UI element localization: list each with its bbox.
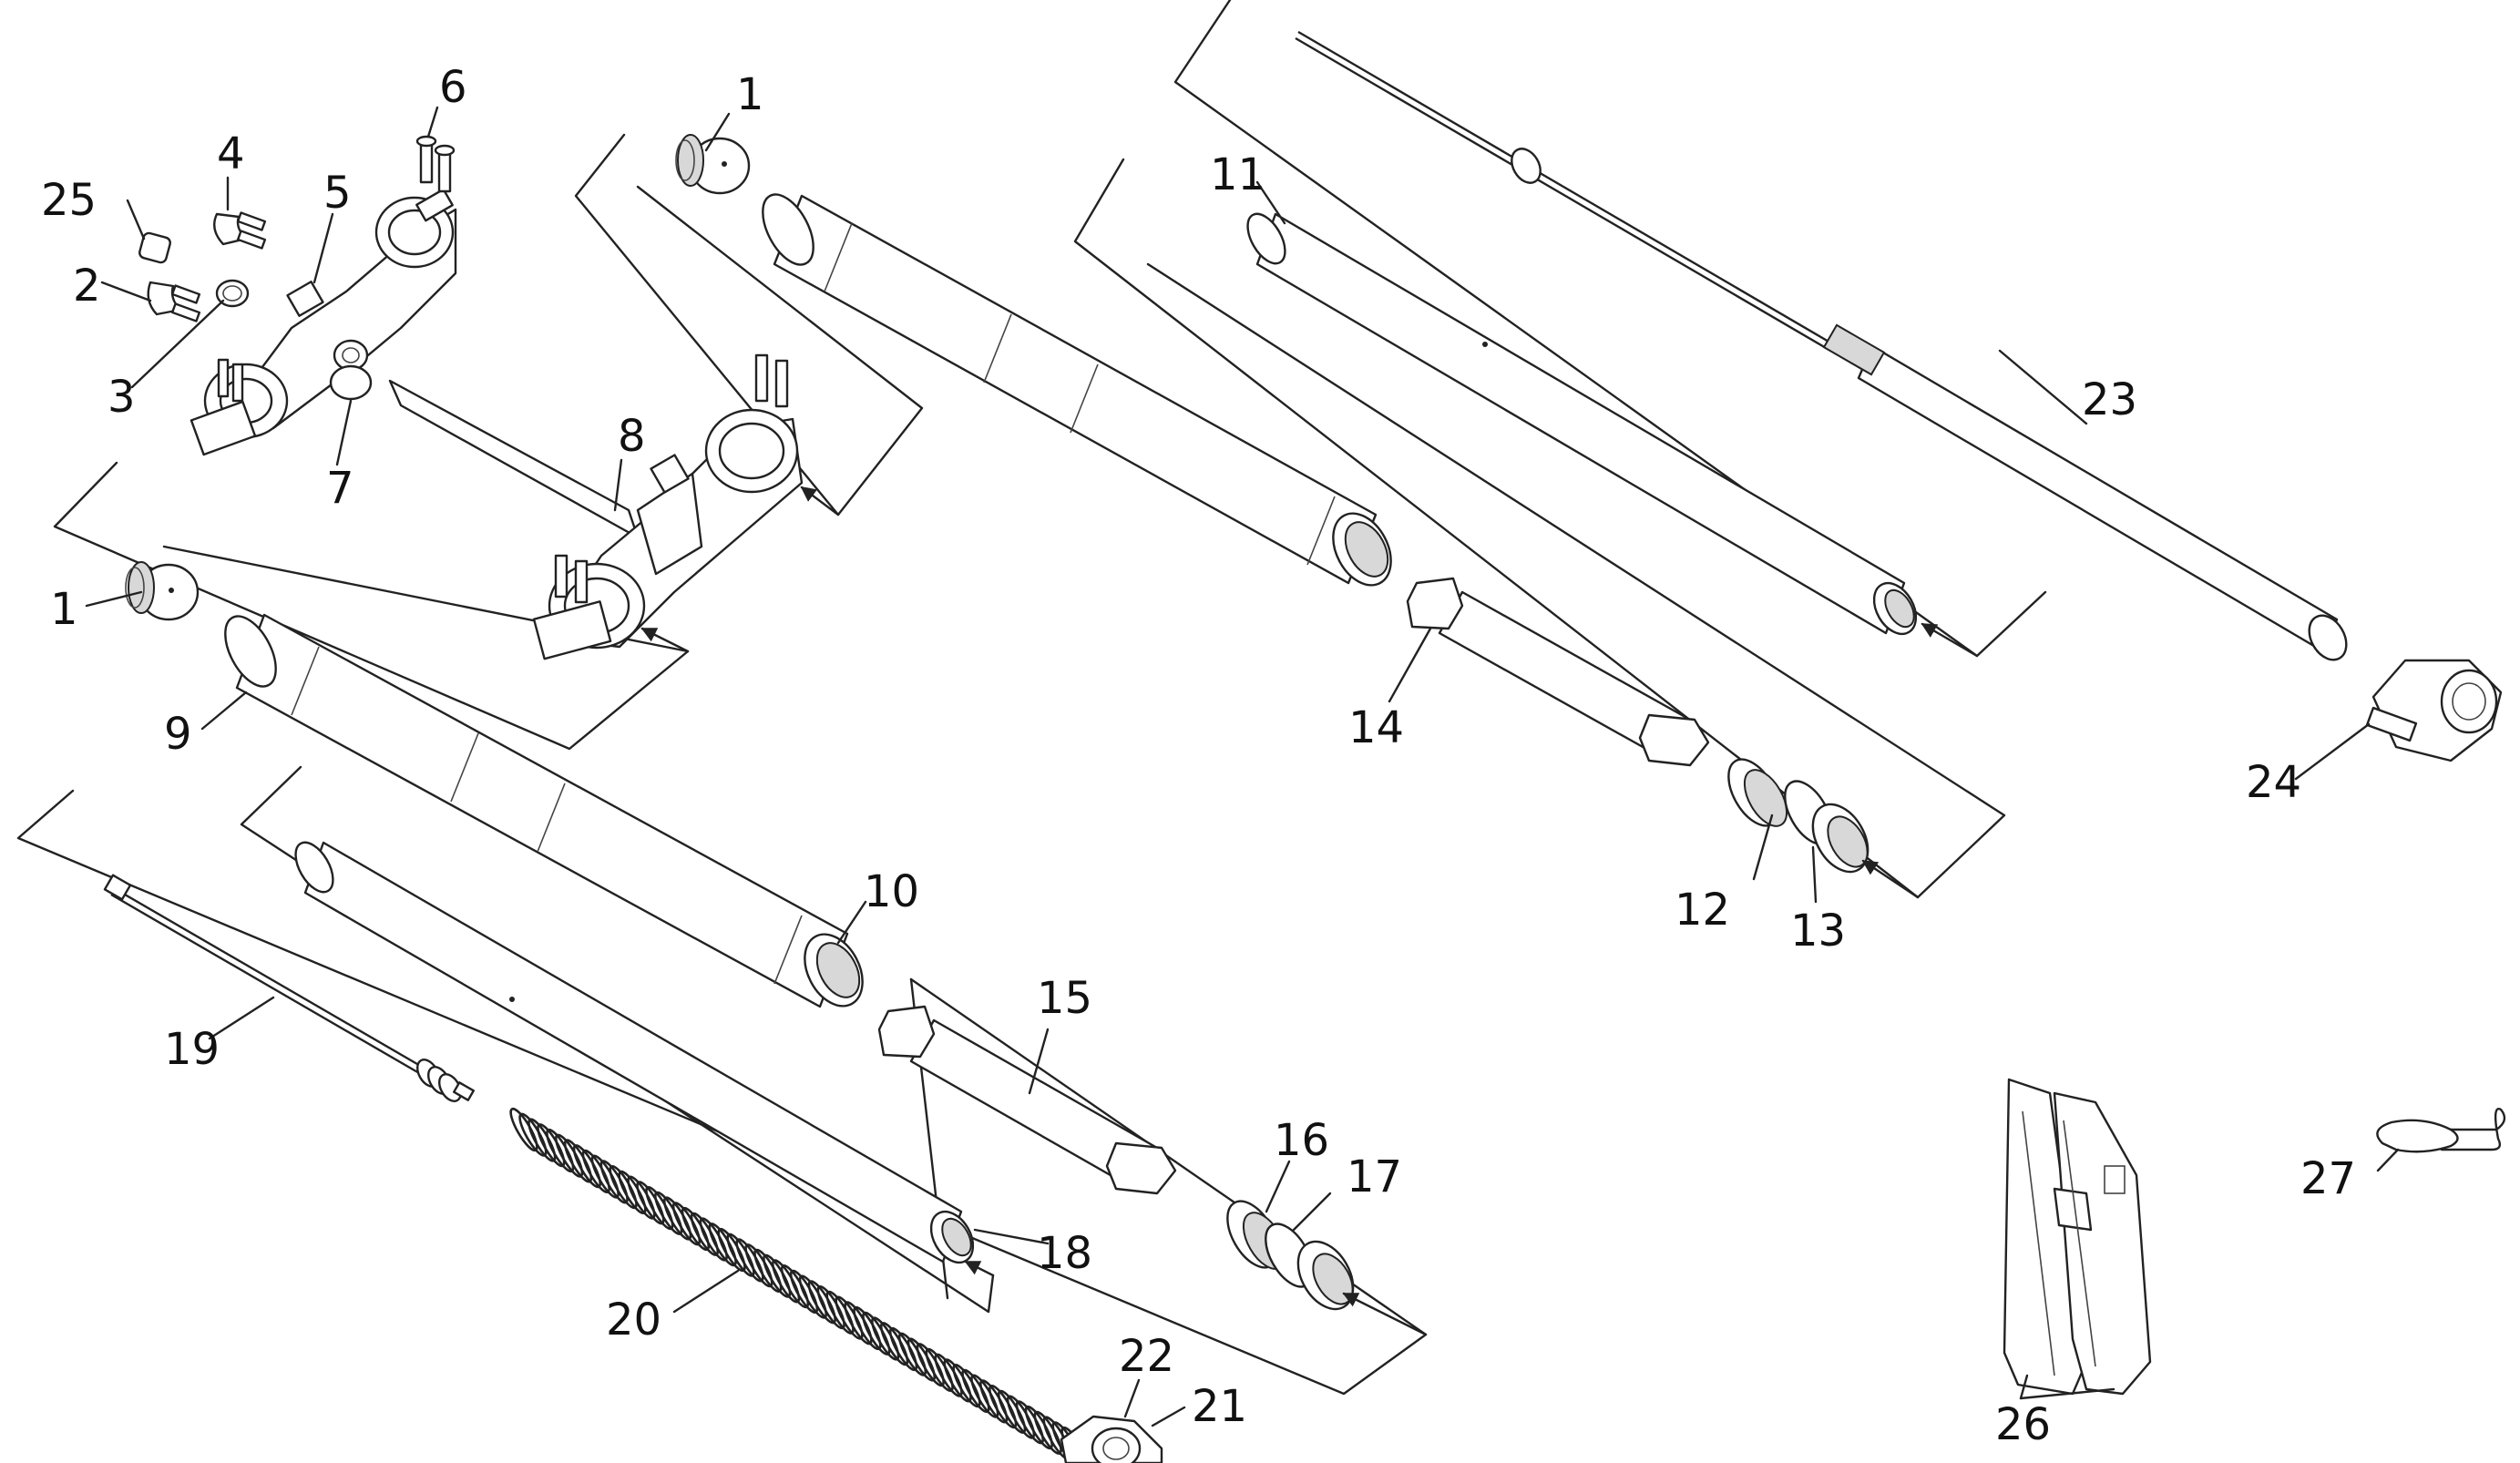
outer-tube-right	[762, 193, 1392, 587]
leader-lines	[85, 106, 2400, 1427]
label-4: 4	[217, 128, 245, 179]
label-9: 9	[164, 709, 192, 760]
seals-16-17	[1226, 1200, 1355, 1311]
seals-12-13	[1727, 758, 1870, 874]
spring-20	[509, 1107, 1090, 1463]
sleeve-25	[138, 231, 171, 264]
lower-triple-clamp	[388, 353, 804, 660]
label-19: 19	[164, 1024, 220, 1075]
label-3: 3	[108, 372, 136, 423]
top-triple-clamp	[190, 188, 457, 456]
washer-3	[215, 279, 250, 308]
part-labels: 1 1 2 3 4 5 6 7 8 9 10 11 12 13 14 15 16…	[41, 62, 2356, 1450]
label-10: 10	[864, 866, 919, 917]
label-5: 5	[323, 168, 352, 219]
small-clips	[138, 211, 373, 401]
cartridge-15	[877, 1005, 1177, 1195]
frame-damper-rod-right	[1173, 0, 2047, 658]
label-1-left: 1	[50, 584, 78, 635]
axle-clamp-24	[2365, 659, 2503, 762]
label-1-top: 1	[736, 69, 764, 120]
rod-19	[103, 874, 475, 1102]
label-6: 6	[439, 62, 467, 113]
frame-right-tube	[1073, 158, 2006, 899]
label-26: 26	[1995, 1399, 2051, 1450]
label-13: 13	[1790, 905, 1846, 957]
outer-tube-left	[224, 613, 864, 1008]
label-14: 14	[1348, 702, 1404, 753]
frame-lower-clamp	[53, 461, 690, 751]
inner-tube-11	[1246, 212, 1918, 636]
cartridge-14	[1406, 577, 1710, 767]
label-25: 25	[41, 175, 97, 226]
label-12: 12	[1675, 885, 1730, 936]
spring-clip-27	[2376, 1107, 2506, 1153]
label-15: 15	[1037, 973, 1092, 1024]
label-18: 18	[1037, 1228, 1092, 1279]
label-20: 20	[606, 1294, 661, 1345]
bolts-top-clamp	[217, 358, 244, 403]
label-16: 16	[1274, 1115, 1329, 1166]
cap-1-upper	[675, 134, 751, 195]
axle-clamp-21	[1060, 1415, 1163, 1463]
fork-guard-26	[2003, 1078, 2152, 1396]
label-21: 21	[1192, 1381, 1247, 1432]
label-22: 22	[1119, 1331, 1174, 1382]
label-23: 23	[2082, 374, 2137, 425]
label-24: 24	[2246, 757, 2301, 808]
damper-rod-23	[1295, 30, 2348, 661]
label-8: 8	[618, 411, 646, 462]
label-11: 11	[1210, 149, 1265, 200]
cap-1-lower	[125, 561, 200, 621]
bolts-6	[415, 135, 456, 193]
label-17: 17	[1347, 1151, 1402, 1202]
nut-7	[329, 364, 373, 401]
label-7: 7	[326, 463, 354, 514]
inner-tube-18	[294, 841, 975, 1264]
valve-19	[416, 1059, 475, 1102]
label-2: 2	[73, 261, 101, 312]
label-27: 27	[2300, 1153, 2356, 1204]
